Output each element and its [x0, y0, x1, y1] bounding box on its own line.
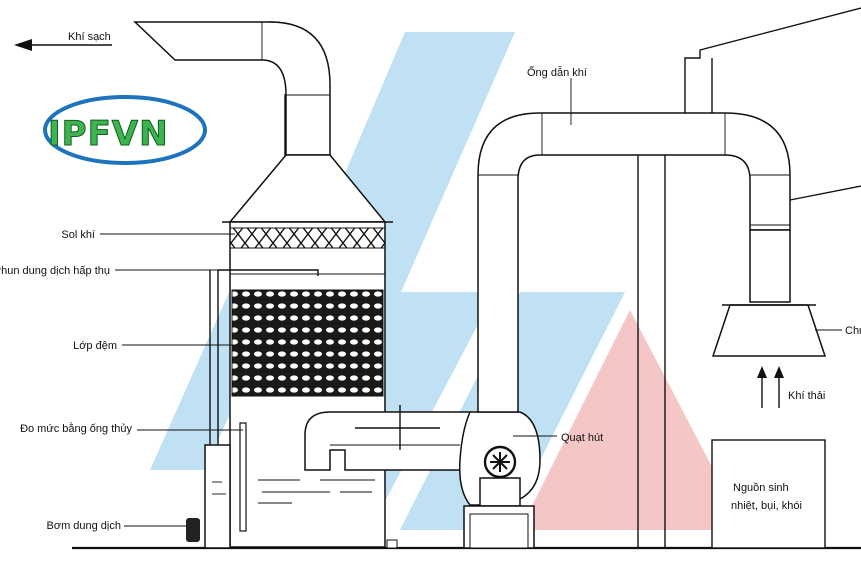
fan-assembly	[304, 405, 541, 549]
heat-source-box	[711, 439, 826, 549]
packing-layer-label: Lớp đệm	[73, 340, 117, 352]
heat-source-label-line1: Nguồn sinh	[733, 482, 789, 494]
clean-air-arrow	[14, 39, 112, 51]
packing-layer	[231, 289, 384, 397]
hood	[711, 304, 827, 357]
logo-text: IPFVN	[48, 114, 169, 154]
ipfvn-logo: IPFVN	[43, 95, 207, 165]
gas-duct-label: Ống dẫn khí	[527, 65, 587, 79]
solution-pump-label: Bơm dung dịch	[47, 520, 121, 532]
gas-duct	[477, 112, 827, 413]
scrubber-tower	[133, 21, 398, 549]
callouts	[100, 78, 842, 527]
aerosol-label: Sol khí	[61, 229, 95, 241]
level-gauge-label: Đo mức bằng ống thủy	[20, 422, 132, 435]
exhaust-label: Khí thải	[788, 390, 825, 402]
heat-source-label-line2: nhiệt, bụi, khói	[731, 500, 802, 512]
liquid-level	[212, 479, 375, 504]
suction-fan-label: Quạt hút	[561, 432, 603, 444]
watermark-triangle	[520, 310, 745, 530]
logo-ring	[43, 95, 207, 165]
absorbent-spray-label: Phun dung dịch hấp thụ	[0, 265, 110, 277]
aerosol-demister	[229, 227, 386, 249]
building-outline	[637, 7, 861, 548]
hood-label: Chụp hút	[845, 325, 861, 337]
solution-pump	[186, 518, 200, 542]
clean-air-label: Khí sạch	[68, 31, 111, 43]
level-gauge	[239, 422, 247, 532]
